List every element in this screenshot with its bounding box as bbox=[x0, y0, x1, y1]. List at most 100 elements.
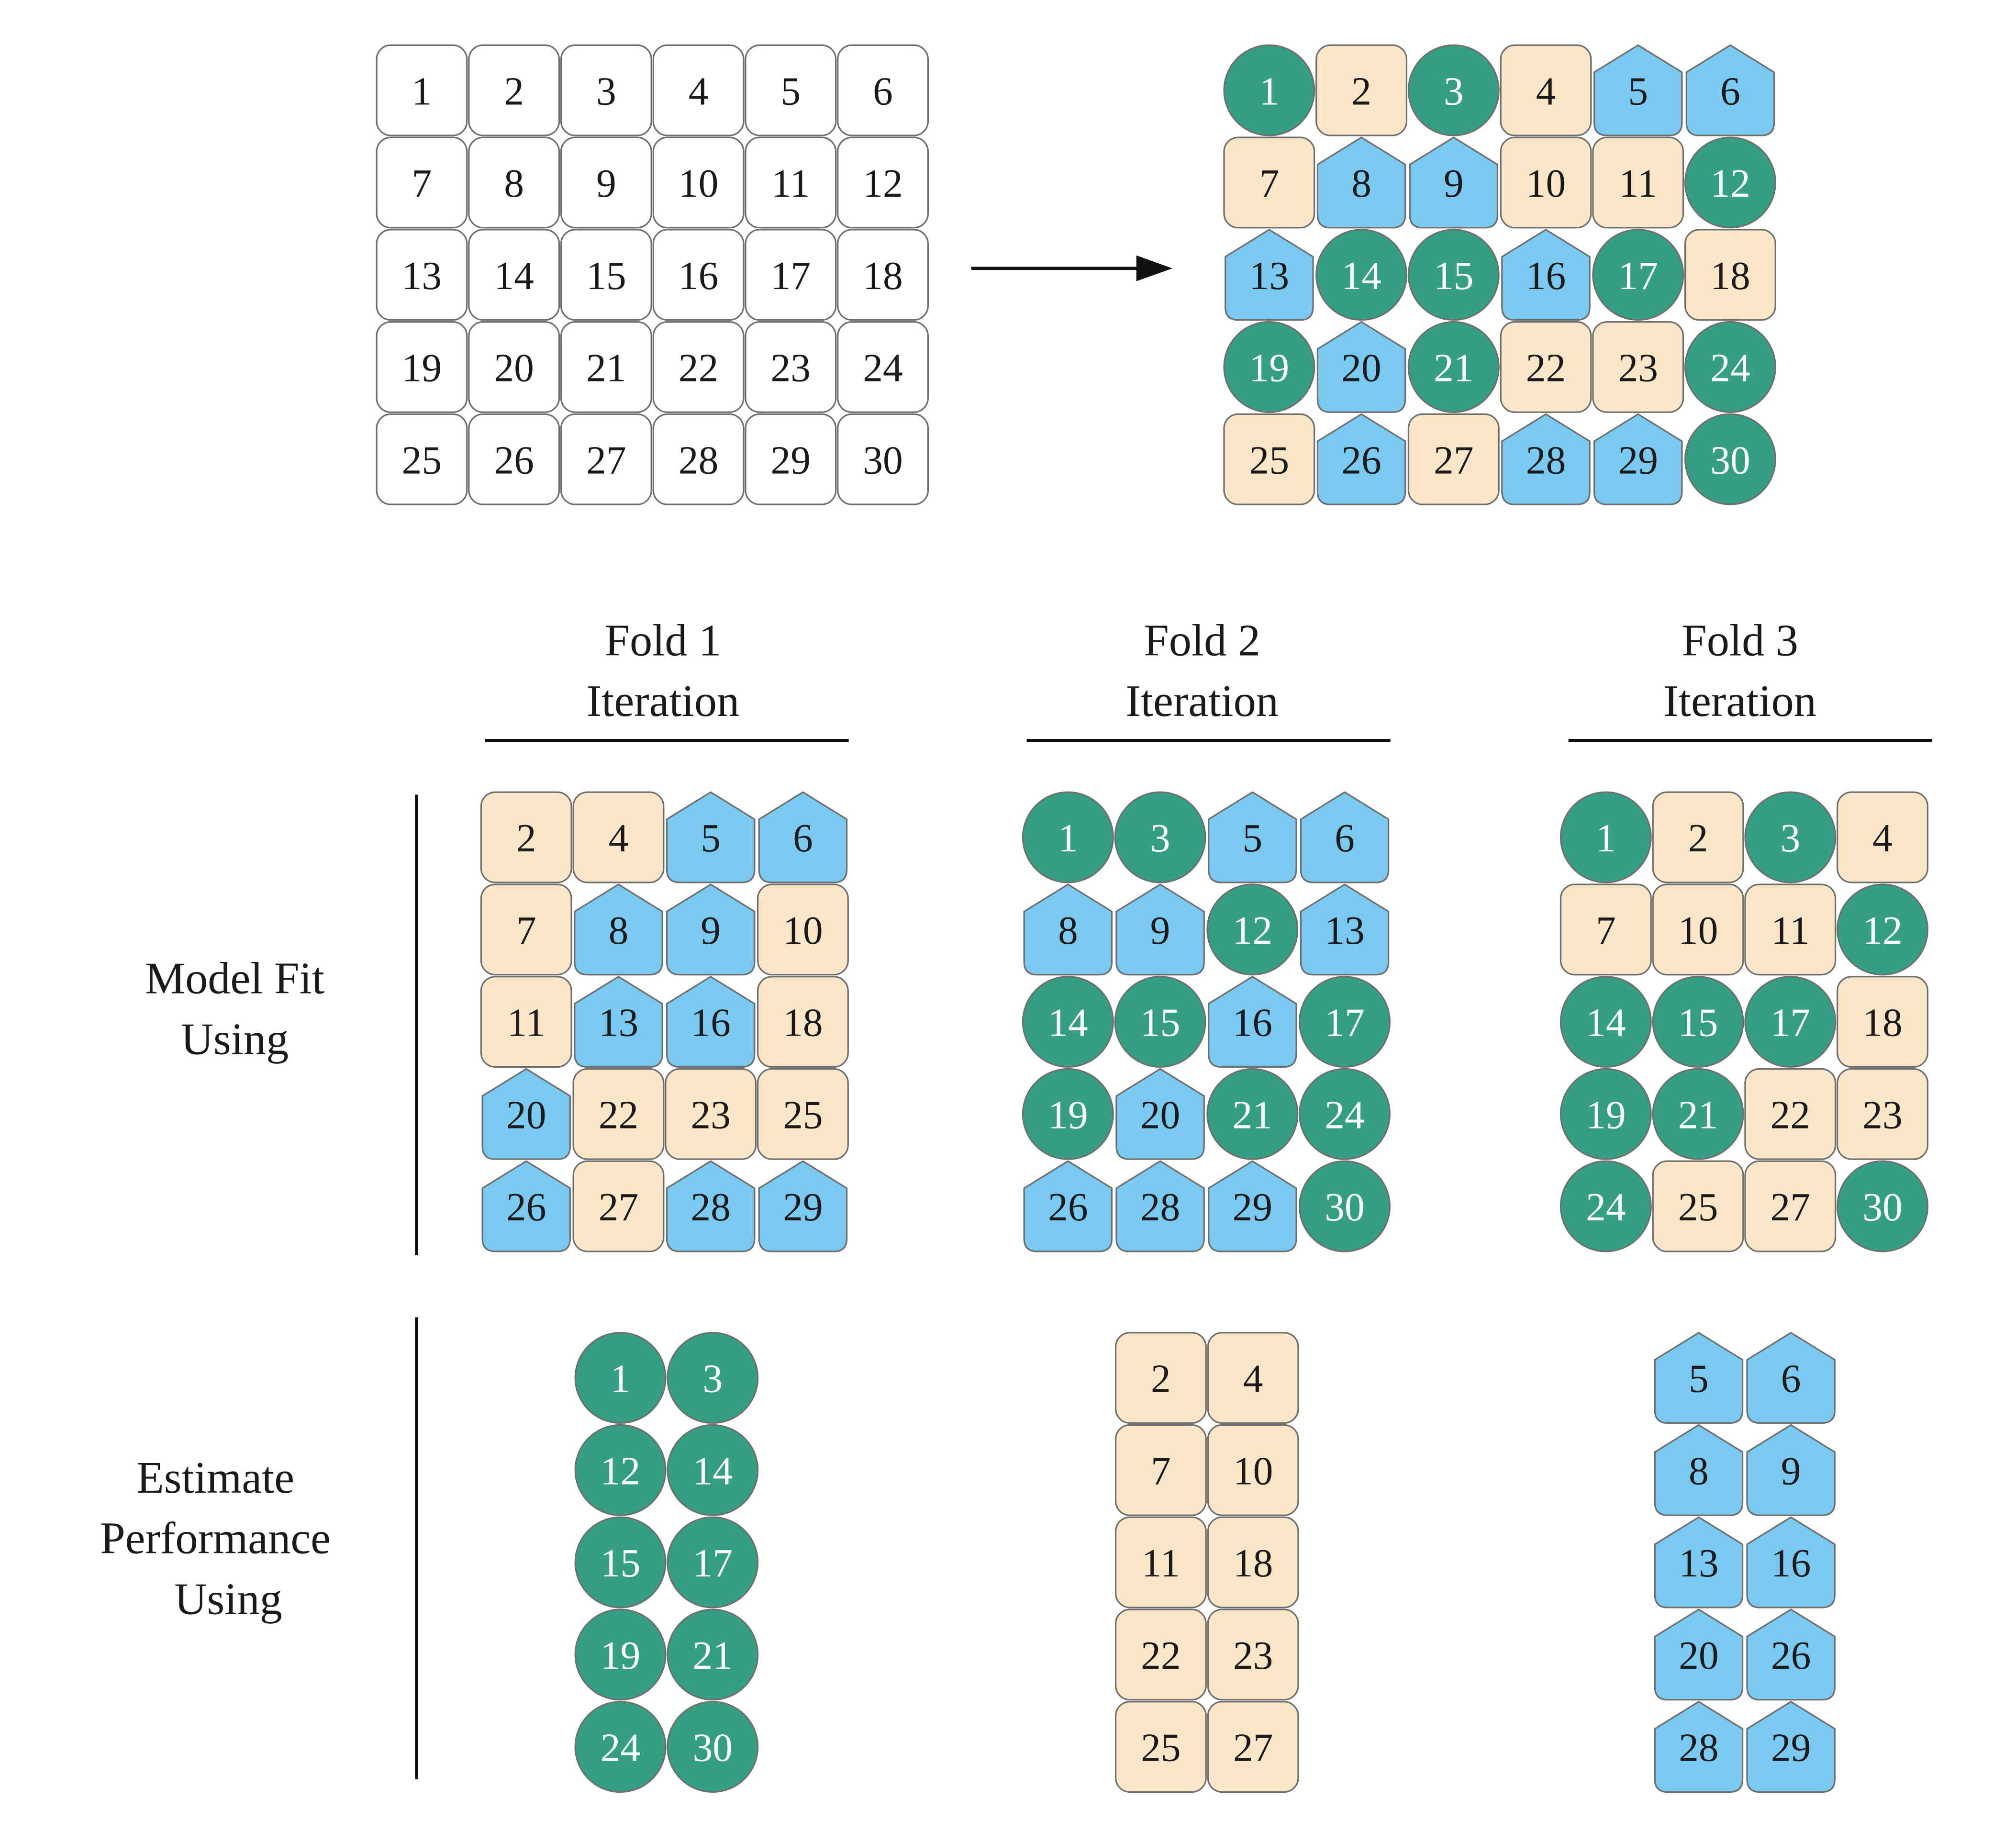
sample-marker bbox=[652, 413, 745, 505]
sample-marker bbox=[1501, 229, 1591, 321]
fold-title-line-1: Fold 1 bbox=[605, 615, 722, 665]
sample-marker bbox=[1206, 1068, 1299, 1160]
sample-number: 4 bbox=[609, 816, 629, 860]
sample-marker bbox=[1114, 1332, 1207, 1424]
sample-cell: 15 bbox=[574, 1516, 667, 1609]
sample-cell: 17 bbox=[745, 229, 837, 321]
sample-cell: 23 bbox=[1592, 321, 1684, 413]
sample-number: 22 bbox=[679, 346, 719, 391]
sample-cell: 21 bbox=[1206, 1068, 1299, 1160]
sample-marker bbox=[1299, 1068, 1391, 1160]
sample-number: 8 bbox=[1689, 1449, 1709, 1493]
sample-number: 22 bbox=[1771, 1093, 1811, 1137]
sample-marker bbox=[1652, 1160, 1744, 1252]
sample-cell: 17 bbox=[1744, 976, 1837, 1068]
sample-number: 5 bbox=[1689, 1357, 1709, 1401]
sample-cell: 20 bbox=[468, 321, 560, 413]
sample-number: 3 bbox=[702, 1357, 723, 1401]
sample-number: 23 bbox=[1862, 1093, 1903, 1137]
sample-number: 19 bbox=[601, 1634, 641, 1678]
sample-number: 30 bbox=[692, 1726, 733, 1770]
sample-number: 8 bbox=[504, 162, 524, 206]
sample-cell: 29 bbox=[745, 413, 837, 505]
sample-marker bbox=[1315, 44, 1408, 136]
sample-marker bbox=[1023, 883, 1113, 976]
sample-marker bbox=[1837, 791, 1928, 883]
sample-marker bbox=[1500, 136, 1592, 229]
sample-cell: 28 bbox=[1115, 1160, 1205, 1252]
sample-marker bbox=[468, 229, 560, 321]
sample-cell: 6 bbox=[1685, 44, 1775, 136]
sample-cell: 25 bbox=[1114, 1701, 1207, 1793]
sample-cell: 14 bbox=[1559, 976, 1652, 1068]
sample-marker bbox=[1746, 1516, 1836, 1609]
sample-cell: 19 bbox=[1559, 1068, 1652, 1160]
sample-cell: 12 bbox=[1684, 136, 1776, 229]
sample-number: 24 bbox=[863, 346, 903, 391]
sample-number: 30 bbox=[1325, 1185, 1365, 1229]
sample-marker bbox=[1115, 883, 1205, 976]
sample-number: 27 bbox=[1771, 1185, 1811, 1229]
sample-marker bbox=[574, 1516, 667, 1609]
sample-marker bbox=[1746, 1332, 1836, 1424]
sample-number: 24 bbox=[1710, 346, 1750, 391]
sample-number: 17 bbox=[1771, 1001, 1811, 1045]
sample-marker bbox=[1225, 229, 1314, 321]
sample-cell: 16 bbox=[1746, 1516, 1836, 1609]
sample-marker bbox=[1223, 413, 1315, 505]
sample-number: 2 bbox=[1351, 69, 1371, 113]
sample-number: 26 bbox=[1771, 1634, 1811, 1678]
sample-cell: 2 bbox=[480, 791, 572, 883]
sample-number: 19 bbox=[1249, 346, 1290, 391]
sample-marker bbox=[665, 1068, 757, 1160]
sample-cell: 26 bbox=[1316, 413, 1406, 505]
sample-cell: 30 bbox=[1299, 1160, 1391, 1252]
sample-cell: 15 bbox=[1114, 976, 1206, 1068]
sample-number: 9 bbox=[1444, 162, 1464, 206]
sample-marker bbox=[1115, 1160, 1205, 1252]
sample-marker bbox=[574, 1609, 667, 1701]
sample-number: 12 bbox=[1862, 909, 1903, 953]
sample-number: 26 bbox=[1048, 1185, 1088, 1229]
sample-number: 16 bbox=[1526, 254, 1566, 298]
sample-cell: 23 bbox=[745, 321, 837, 413]
sample-marker bbox=[757, 883, 849, 976]
sample-cell: 18 bbox=[1837, 976, 1928, 1068]
sample-number: 20 bbox=[1140, 1093, 1181, 1137]
sample-cell: 12 bbox=[1837, 883, 1928, 976]
sample-cell: 5 bbox=[666, 791, 756, 883]
sample-number: 21 bbox=[692, 1634, 733, 1678]
sample-marker bbox=[1837, 883, 1928, 976]
sample-number: 10 bbox=[1678, 909, 1718, 953]
sample-number: 1 bbox=[1058, 816, 1078, 860]
sample-cell: 7 bbox=[376, 136, 468, 229]
sample-number: 22 bbox=[599, 1093, 639, 1137]
sample-cell: 10 bbox=[652, 136, 745, 229]
sample-cell: 30 bbox=[1684, 413, 1776, 505]
sample-cell: 28 bbox=[652, 413, 745, 505]
sample-cell: 8 bbox=[1316, 136, 1406, 229]
sample-number: 8 bbox=[1058, 909, 1078, 953]
sample-cell: 11 bbox=[480, 976, 572, 1068]
sample-cell: 5 bbox=[1654, 1332, 1744, 1424]
sample-cell: 30 bbox=[1837, 1160, 1928, 1252]
sample-number: 17 bbox=[1325, 1001, 1365, 1045]
sample-marker bbox=[468, 321, 560, 413]
sample-marker bbox=[1837, 976, 1928, 1068]
sample-marker bbox=[1316, 321, 1406, 413]
sample-number: 14 bbox=[1586, 1001, 1626, 1045]
sample-number: 2 bbox=[516, 816, 536, 860]
sample-number: 23 bbox=[1618, 346, 1658, 391]
sample-cell: 28 bbox=[666, 1160, 756, 1252]
sample-cell: 15 bbox=[1407, 229, 1500, 321]
sample-marker bbox=[745, 321, 837, 413]
sample-marker bbox=[758, 791, 848, 883]
sample-marker bbox=[1654, 1609, 1744, 1701]
sample-number: 10 bbox=[679, 162, 719, 206]
sample-cell: 26 bbox=[468, 413, 560, 505]
sample-cell: 3 bbox=[1744, 791, 1837, 883]
sample-number: 4 bbox=[1872, 816, 1893, 860]
sample-cell: 25 bbox=[757, 1068, 849, 1160]
sample-marker bbox=[745, 413, 837, 505]
